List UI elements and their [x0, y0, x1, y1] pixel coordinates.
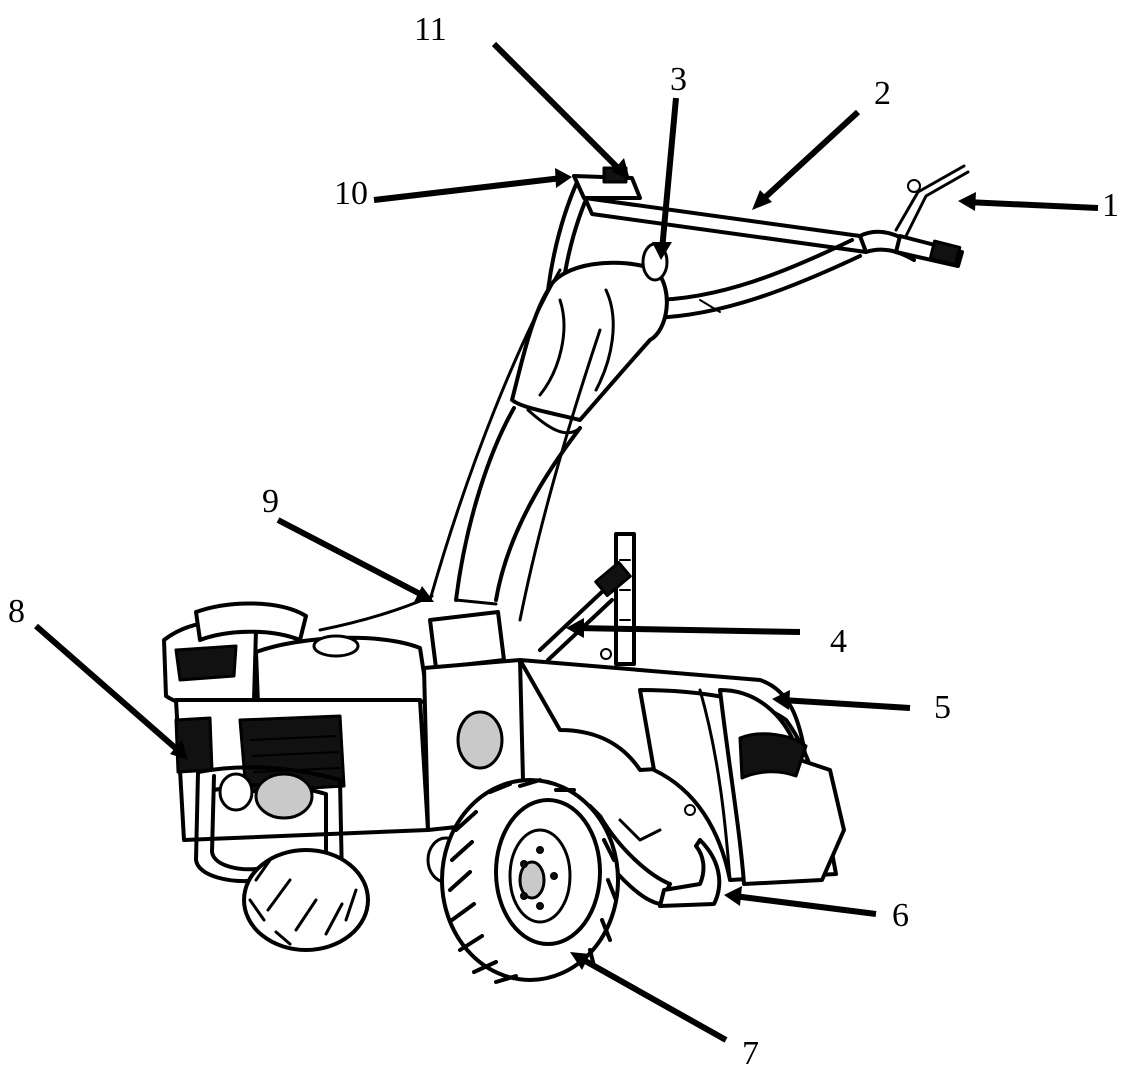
right-wheel	[440, 778, 620, 984]
arrowhead-2	[752, 190, 772, 210]
depth-stake	[538, 532, 636, 666]
callout-label-10: 10	[334, 175, 368, 212]
callout-label-7: 7	[742, 1035, 759, 1070]
leader-line-6	[733, 893, 877, 917]
callout-label-8: 8	[8, 593, 25, 630]
arrowhead-1	[958, 192, 976, 211]
leader-line-8	[34, 623, 182, 755]
arrowhead-4	[566, 618, 584, 638]
arrowhead-9	[414, 586, 434, 602]
callout-label-1: 1	[1102, 187, 1119, 224]
leader-line-4	[575, 625, 801, 635]
arrowhead-5	[772, 690, 790, 710]
leader-line-5	[781, 697, 911, 711]
callout-label-5: 5	[934, 689, 951, 726]
callout-label-9: 9	[262, 483, 279, 520]
arrowhead-7	[570, 952, 590, 970]
leader-line-10	[373, 175, 563, 203]
leader-line-1	[965, 199, 1099, 211]
arrowhead-8	[170, 740, 188, 760]
arrowhead-11	[612, 158, 630, 180]
leader-line-3	[659, 97, 679, 251]
leader-line-11	[491, 41, 625, 175]
callouts: 1 2 3 4 5 6 7 8 9 10	[8, 11, 1119, 1070]
handlebar-crossbar	[583, 164, 970, 268]
tine-hood	[518, 648, 846, 886]
arrowhead-10	[555, 168, 572, 188]
arrowhead-6	[724, 886, 742, 906]
callout-label-4: 4	[830, 623, 847, 660]
handle-arms	[546, 166, 862, 320]
engine	[162, 601, 430, 886]
leader-line-9	[276, 517, 426, 599]
leader-line-7	[578, 955, 728, 1043]
left-wheel	[242, 848, 370, 952]
leader-line-2	[757, 109, 861, 205]
arrowhead-3	[652, 242, 672, 260]
callout-label-3: 3	[670, 61, 687, 98]
callout-label-6: 6	[892, 897, 909, 934]
tiller-illustration	[162, 164, 970, 984]
callout-label-11: 11	[414, 11, 447, 48]
callout-label-2: 2	[874, 75, 891, 112]
